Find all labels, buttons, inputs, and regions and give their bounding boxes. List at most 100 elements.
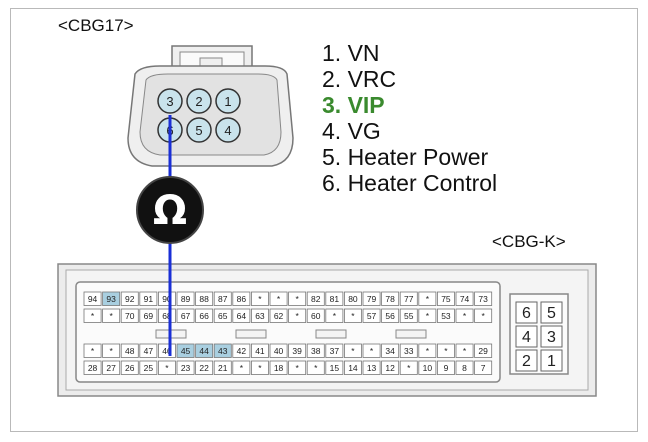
connector-pin-cell: [399, 360, 418, 375]
connector-pin-label: 67: [181, 311, 191, 321]
connector-pin-label: *: [370, 346, 374, 356]
connector-pin-label: 22: [199, 363, 209, 373]
connector-pin-cell: [195, 291, 214, 306]
connector-pin-cell: [306, 343, 325, 358]
connector-pin-cell: [83, 291, 102, 306]
legend-item: 5. Heater Power: [322, 144, 489, 170]
connector-pin-cell: [455, 343, 474, 358]
connector-pin-cell: [288, 360, 307, 375]
legend-item: 6. Heater Control: [322, 170, 498, 196]
connector-pin-cell: [362, 308, 381, 323]
connector-pin-label: 68: [162, 311, 172, 321]
connector-pin-cell: [399, 308, 418, 323]
connector-pin-label: 91: [144, 294, 154, 304]
connector-pin-cell: [232, 343, 251, 358]
svg-text:3: 3: [166, 94, 173, 109]
connector-pin-label: 60: [311, 311, 321, 321]
connector-pin-cell: [139, 343, 158, 358]
connector-pin-label: *: [463, 346, 467, 356]
connector-pin-cell: [102, 360, 121, 375]
side-pin-cell: [515, 349, 538, 372]
connector-pin-label: *: [109, 346, 113, 356]
connector-pin-cell: [399, 343, 418, 358]
connector-pin-cell: [474, 291, 493, 306]
connector-pin-label: 45: [181, 346, 191, 356]
connector-pin-cell: [176, 343, 195, 358]
connector-pin-label: 90: [162, 294, 172, 304]
connector-pin-label: 23: [181, 363, 191, 373]
connector-pin-cell: [232, 291, 251, 306]
connector-pin-cell: [418, 343, 437, 358]
connector-pin-label: 65: [218, 311, 228, 321]
connector-pin-label: *: [481, 311, 485, 321]
connector-pin-cell: [269, 291, 288, 306]
connector-pin-cell: [213, 291, 232, 306]
legend-item-highlighted: 3. VIP: [322, 92, 385, 118]
pin-legend: 1. VN 2. VRC 3. VIP 4. VG 5. Heater Powe…: [322, 40, 497, 196]
connector-pin-cell: [325, 308, 344, 323]
connector-pin-cell: [269, 360, 288, 375]
connector-pin-cell: [418, 360, 437, 375]
connector-pin-label: 78: [385, 294, 395, 304]
connector-pin-label: 27: [106, 363, 116, 373]
connector-pin-label: *: [426, 311, 430, 321]
connector-pin-cell: [436, 343, 455, 358]
connector-pin-cell: [362, 343, 381, 358]
connector-pin-label: *: [258, 294, 262, 304]
connector-pin-label: 87: [218, 294, 228, 304]
connector-pin-cell: [213, 360, 232, 375]
svg-text:4: 4: [224, 123, 231, 138]
connector-pin-label: 66: [199, 311, 209, 321]
connector-pin-cell: [157, 360, 176, 375]
connector-pin-cell: [343, 308, 362, 323]
connector-pin-label: 94: [88, 294, 98, 304]
connector-pin-cell: [436, 291, 455, 306]
connector-pin-label: 82: [311, 294, 321, 304]
connector-pin-label: 8: [462, 363, 467, 373]
connector-pin-label: *: [295, 363, 299, 373]
connector-pin-cell: [474, 360, 493, 375]
connector-pin-label: 38: [311, 346, 321, 356]
connector-pin-cell: [83, 308, 102, 323]
connector-pin-cell: [120, 360, 139, 375]
top-pin: 4: [215, 117, 241, 143]
connector-pin-cell: [381, 343, 400, 358]
connector-pin-cell: [381, 308, 400, 323]
connector-pin-label: 39: [292, 346, 302, 356]
connector-pin-label: 21: [218, 363, 228, 373]
connector-pin-label: *: [295, 311, 299, 321]
connector-pin-cell: [306, 360, 325, 375]
connector-pin-label: *: [351, 346, 355, 356]
connector-pin-label: 74: [460, 294, 470, 304]
connector-pin-cell: [288, 291, 307, 306]
connector-pin-label: 57: [367, 311, 377, 321]
connector-pin-label: *: [91, 346, 95, 356]
connector-pin-cell: [455, 308, 474, 323]
connector-pin-label: *: [351, 311, 355, 321]
connector-pin-label: 69: [144, 311, 154, 321]
connector-pin-label: *: [426, 294, 430, 304]
connector-pin-cell: [418, 291, 437, 306]
legend-item: 2. VRC: [322, 66, 397, 92]
connector-pin-cell: [306, 291, 325, 306]
connector-pin-label: *: [407, 363, 411, 373]
connector-pin-label: *: [277, 294, 281, 304]
connector-pin-cell: [269, 308, 288, 323]
connector-pin-label: 75: [441, 294, 451, 304]
connector-pin-label: 56: [385, 311, 395, 321]
connector-pin-label: 53: [441, 311, 451, 321]
connector-pin-cell: [83, 343, 102, 358]
connector-pin-label: 93: [106, 294, 116, 304]
connector-pin-label: 26: [125, 363, 135, 373]
connector-pin-cell: [120, 291, 139, 306]
connector-pin-cell: [102, 343, 121, 358]
connector-pin-cell: [250, 360, 269, 375]
connector-pin-label: 62: [274, 311, 284, 321]
connector-pin-cell: [362, 360, 381, 375]
side-pin-label: 3: [547, 329, 556, 346]
connector-pin-cell: [120, 308, 139, 323]
connector-pin-label: 43: [218, 346, 228, 356]
connector-pin-label: 88: [199, 294, 209, 304]
connector-pin-cell: [343, 360, 362, 375]
connector-pin-cell: [250, 291, 269, 306]
